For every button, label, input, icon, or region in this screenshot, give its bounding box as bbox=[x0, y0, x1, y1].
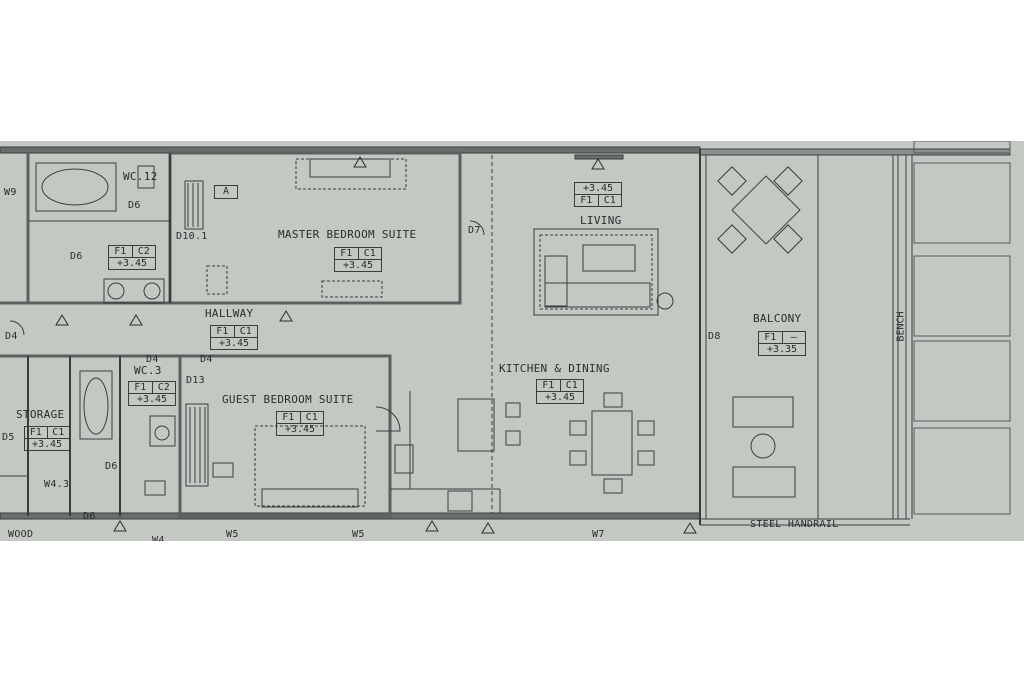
wc12-ceiling: C2 bbox=[131, 246, 156, 257]
door-label-d4: D4 bbox=[5, 331, 18, 342]
top-wall-balcony bbox=[699, 148, 1011, 156]
wc3-level: +3.45 bbox=[136, 394, 168, 405]
room-name-living: LIVING bbox=[580, 214, 622, 227]
living-ceiling: C1 bbox=[597, 195, 622, 206]
wc-mark: W4.3 bbox=[44, 479, 70, 490]
door-label-d6: D6 bbox=[128, 200, 141, 211]
tag-a: A bbox=[214, 185, 239, 199]
storage-ceiling: C1 bbox=[46, 427, 70, 438]
wc3-finish: F1 bbox=[134, 382, 147, 393]
room-tag-master: F1 C1 +3.45 bbox=[334, 247, 382, 272]
room-tag-guest: F1 C1 +3.45 bbox=[276, 411, 324, 436]
window-label-w5: W5 bbox=[226, 529, 239, 540]
door-label-d4: D4 bbox=[200, 354, 213, 365]
room-name-wc3: WC.3 bbox=[134, 364, 162, 377]
window-label-w4: W4 bbox=[152, 535, 165, 541]
kitchen-ceiling: C1 bbox=[559, 380, 584, 391]
master-level: +3.45 bbox=[342, 260, 374, 271]
guest-bed bbox=[212, 425, 366, 508]
room-name-kitchen: KITCHEN & DINING bbox=[499, 362, 610, 375]
guest-finish: F1 bbox=[282, 412, 295, 423]
hallway-ceiling: C1 bbox=[233, 326, 258, 337]
wc3-ceiling: C2 bbox=[151, 382, 176, 393]
guest-ceiling: C1 bbox=[299, 412, 324, 423]
door-label-d6: D6 bbox=[105, 461, 118, 472]
door-label-d13: D13 bbox=[186, 375, 205, 386]
room-tag-balcony: F1 — +3.35 bbox=[758, 331, 806, 356]
room-tag-wc12: F1 C2 +3.45 bbox=[108, 245, 156, 270]
living-sofa bbox=[533, 228, 674, 316]
steel-handrail-label: STEEL HANDRAIL bbox=[750, 519, 839, 530]
window-label-w9: W9 bbox=[4, 187, 17, 198]
balcony-table bbox=[717, 166, 803, 498]
dining-table bbox=[569, 392, 655, 494]
door-label-d4: D4 bbox=[146, 354, 159, 365]
guest-bedroom-wall bbox=[178, 354, 392, 518]
room-name-storage: STORAGE bbox=[16, 408, 65, 421]
living-finish: F1 bbox=[580, 195, 593, 206]
room-tag-hallway: F1 C1 +3.45 bbox=[210, 325, 258, 350]
balcony-level: +3.35 bbox=[766, 344, 798, 355]
door-label-d5: D5 bbox=[2, 432, 15, 443]
master-ceiling: C1 bbox=[357, 248, 382, 259]
wc12-finish: F1 bbox=[114, 246, 127, 257]
door-label-d8: D8 bbox=[708, 331, 721, 342]
storage-level: +3.45 bbox=[31, 439, 63, 450]
hallway-level: +3.45 bbox=[218, 338, 250, 349]
room-name-master: MASTER BEDROOM SUITE bbox=[278, 228, 417, 241]
wood-label: WOOD bbox=[8, 529, 34, 540]
room-name-hallway: HALLWAY bbox=[205, 307, 254, 320]
room-tag-storage: F1 C1 +3.45 bbox=[24, 426, 70, 451]
window-label-w7: W7 bbox=[592, 529, 605, 540]
room-tag-living: +3.45 F1 C1 bbox=[574, 182, 622, 207]
kitchen-island bbox=[457, 398, 495, 452]
floor-plan-drawing bbox=[0, 141, 1011, 534]
living-level: +3.45 bbox=[582, 183, 614, 194]
guest-level: +3.45 bbox=[284, 424, 316, 435]
room-tag-wc3: F1 C2 +3.45 bbox=[128, 381, 176, 406]
wc12-level: +3.45 bbox=[116, 258, 148, 269]
master-bed bbox=[206, 158, 407, 298]
room-name-guest: GUEST BEDROOM SUITE bbox=[222, 393, 354, 406]
bench-label: BENCH bbox=[895, 311, 907, 342]
room-name-wc12: WC.12 bbox=[123, 170, 158, 183]
door-label-d10-1: D10.1 bbox=[176, 231, 208, 242]
slat-panels bbox=[913, 141, 1011, 515]
hallway-finish: F1 bbox=[216, 326, 229, 337]
master-finish: F1 bbox=[340, 248, 353, 259]
door-label-d7: D7 bbox=[468, 225, 481, 236]
room-name-balcony: BALCONY bbox=[753, 312, 802, 325]
balcony-ceiling: — bbox=[781, 332, 806, 343]
balcony-finish: F1 bbox=[764, 332, 777, 343]
room-tag-kitchen: F1 C1 +3.45 bbox=[536, 379, 584, 404]
kitchen-level: +3.45 bbox=[544, 392, 576, 403]
storage-finish: F1 bbox=[29, 427, 42, 438]
door-label-d6: D6 bbox=[70, 251, 83, 262]
door-label-d6: D6 bbox=[83, 511, 96, 522]
kitchen-finish: F1 bbox=[542, 380, 555, 391]
window-label-w5: W5 bbox=[352, 529, 365, 540]
